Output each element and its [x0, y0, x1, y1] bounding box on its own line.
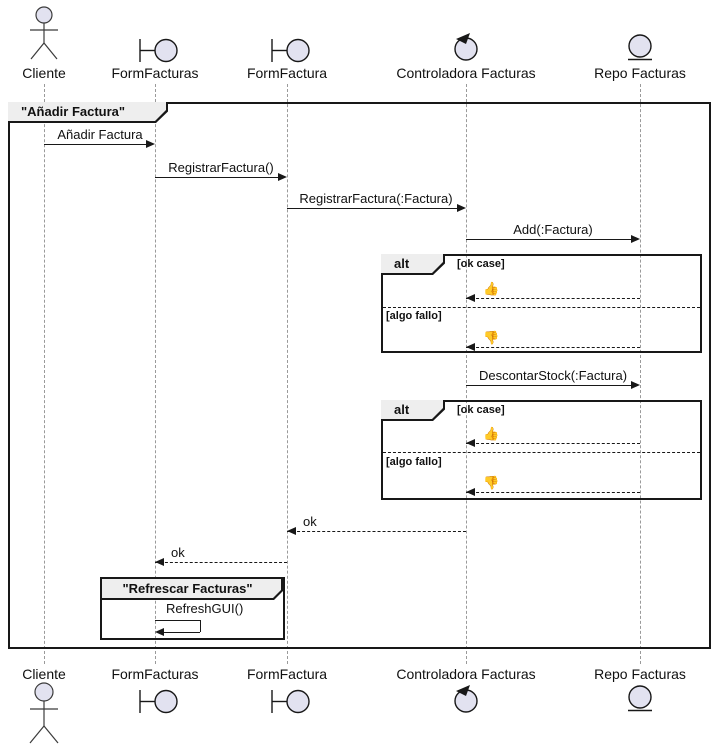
- message-line: [287, 208, 458, 209]
- self-message-top: [155, 620, 200, 621]
- message-label-registrarfactura: RegistrarFactura(): [168, 160, 274, 175]
- arrow-left-icon: [155, 558, 164, 566]
- participant-label: FormFacturas: [111, 65, 199, 81]
- self-message-bottom: [162, 632, 200, 633]
- message-line: [466, 239, 632, 240]
- lifeline-controladora-facturas: [466, 84, 467, 664]
- alt-fragment-registrar: [381, 254, 702, 353]
- boundary-icon: [270, 37, 311, 64]
- message-line: [466, 385, 632, 386]
- control-icon: [452, 685, 480, 714]
- arrow-left-icon: [466, 343, 475, 351]
- boundary-icon: [138, 688, 179, 715]
- guard-algo-fallo: [algo fallo]: [386, 310, 442, 322]
- message-label-add-factura: Add(:Factura): [513, 222, 593, 237]
- thumbs-up-icon: 👍: [483, 281, 500, 296]
- arrow-left-icon: [466, 294, 475, 302]
- return-line: [466, 347, 640, 348]
- control-icon: [452, 33, 480, 62]
- participant-label: Controladora Facturas: [396, 666, 536, 682]
- group-title-bar: "Refrescar Facturas": [102, 579, 283, 600]
- actor-icon: [24, 682, 64, 746]
- alt-tab-fill: [381, 400, 443, 419]
- message-line: [44, 144, 147, 145]
- arrow-right-icon: [631, 235, 640, 243]
- alt-divider: [383, 452, 700, 453]
- lifeline-cliente: [44, 84, 45, 664]
- return-label-ok: ok: [303, 514, 317, 529]
- arrow-left-icon: [155, 628, 164, 636]
- message-label-refreshgui: RefreshGUI(): [166, 601, 244, 616]
- arrow-right-icon: [278, 173, 287, 181]
- return-line: [466, 492, 640, 493]
- lifeline-formfactura: [287, 84, 288, 664]
- participant-label: Cliente: [22, 666, 66, 682]
- return-line: [155, 562, 287, 563]
- return-line: [287, 531, 466, 532]
- arrow-right-icon: [457, 204, 466, 212]
- alt-operator-tab: alt: [381, 254, 445, 275]
- entity-icon: [627, 685, 653, 713]
- thumbs-down-icon: 👎: [483, 475, 500, 490]
- participant-label: Controladora Facturas: [396, 65, 536, 81]
- boundary-icon: [138, 37, 179, 64]
- message-label-descontarstock: DescontarStock(:Factura): [478, 368, 628, 383]
- group-title: "Refrescar Facturas": [122, 581, 253, 596]
- arrow-right-icon: [146, 140, 155, 148]
- entity-icon: [627, 34, 653, 62]
- arrow-left-icon: [466, 488, 475, 496]
- group-bar-fill: [102, 579, 281, 598]
- group-refrescar-facturas: [100, 577, 285, 640]
- message-label-registrarfactura-param: RegistrarFactura(:Factura): [299, 191, 453, 206]
- return-label-ok: ok: [171, 545, 185, 560]
- boundary-icon: [270, 688, 311, 715]
- thumbs-up-icon: 👍: [483, 426, 500, 441]
- arrow-right-icon: [631, 381, 640, 389]
- message-label-anadir-factura: Añadir Factura: [57, 127, 143, 142]
- guard-algo-fallo: [algo fallo]: [386, 456, 442, 468]
- message-line: [155, 177, 279, 178]
- alt-operator-label: alt: [394, 402, 410, 417]
- actor-icon: [24, 4, 64, 64]
- lifeline-formfacturas: [155, 84, 156, 664]
- alt-divider: [383, 307, 700, 308]
- thumbs-down-icon: 👎: [483, 330, 500, 345]
- frame-tab-fill: [8, 102, 166, 121]
- guard-ok-case: [ok case]: [457, 258, 505, 270]
- participant-label: FormFactura: [246, 666, 328, 682]
- frame-title-tab: "Añadir Factura": [8, 102, 168, 123]
- return-line: [466, 298, 640, 299]
- participant-label: Cliente: [22, 65, 66, 81]
- participant-label: FormFactura: [246, 65, 328, 81]
- participant-label: Repo Facturas: [594, 666, 686, 682]
- alt-operator-tab: alt: [381, 400, 445, 421]
- participant-label: FormFacturas: [111, 666, 199, 682]
- frame-anadir-factura: [8, 102, 711, 649]
- guard-ok-case: [ok case]: [457, 404, 505, 416]
- frame-title: "Añadir Factura": [21, 104, 126, 119]
- arrow-left-icon: [287, 527, 296, 535]
- alt-operator-label: alt: [394, 256, 410, 271]
- participant-label: Repo Facturas: [594, 65, 686, 81]
- arrow-left-icon: [466, 439, 475, 447]
- lifeline-repo-facturas: [640, 84, 641, 664]
- alt-tab-fill: [381, 254, 443, 273]
- return-line: [466, 443, 640, 444]
- self-message-side: [200, 620, 201, 632]
- alt-fragment-descontar: [381, 400, 702, 500]
